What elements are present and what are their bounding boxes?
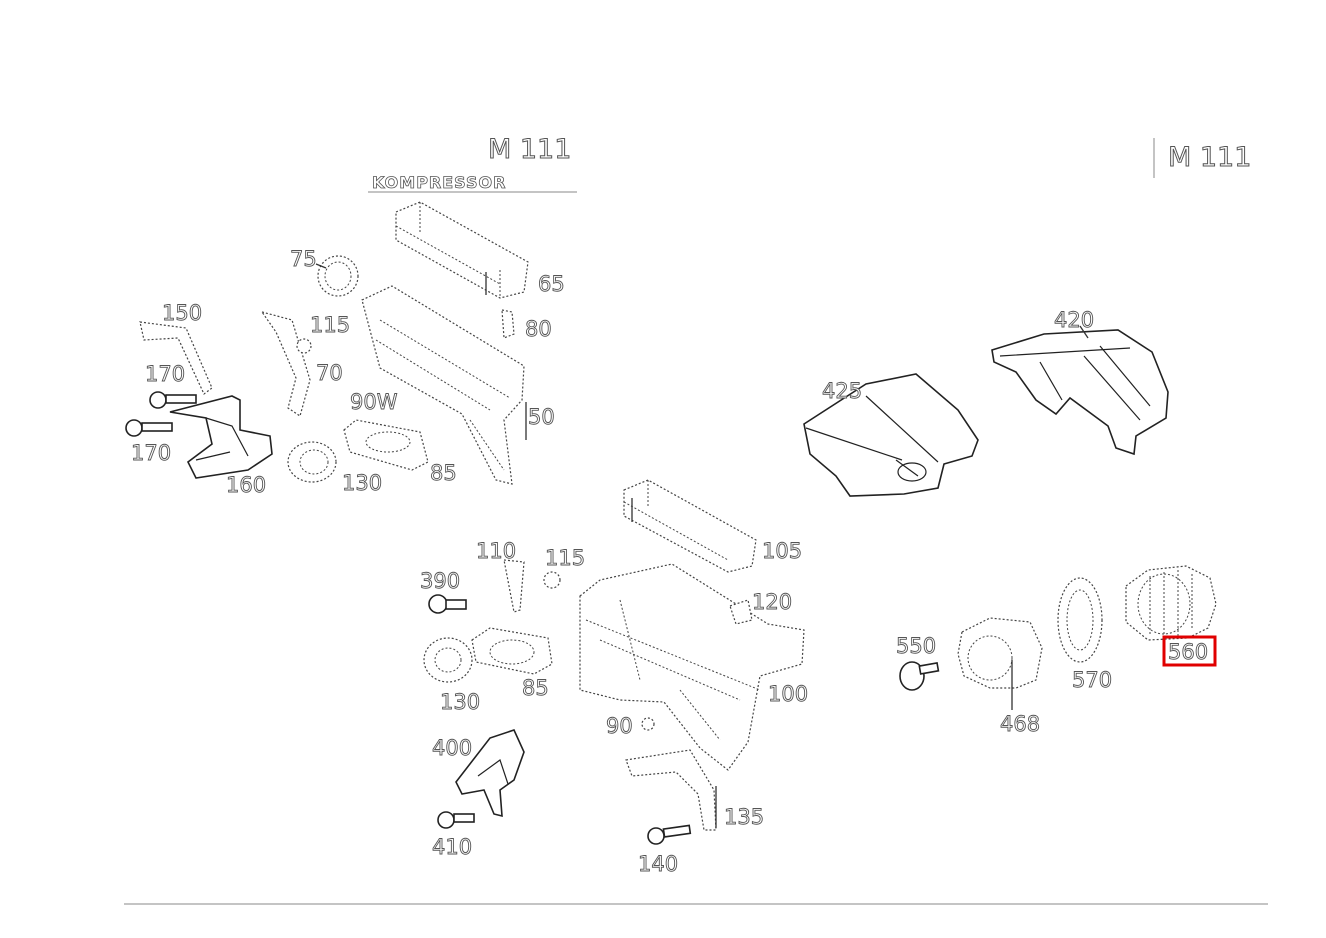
label-410[interactable]: 410 (432, 835, 473, 860)
left-group-title: M 111 (488, 134, 571, 165)
part-425-shape (803, 373, 979, 497)
part-420-shape (991, 325, 1169, 456)
highlight-box-560 (1162, 635, 1217, 667)
label-115-left[interactable]: 115 (310, 313, 351, 338)
label-85-left[interactable]: 85 (430, 461, 458, 486)
label-80[interactable]: 80 (525, 317, 553, 342)
right-group-title: M 111 (1168, 142, 1251, 173)
label-570[interactable]: 570 (1072, 668, 1113, 693)
part-120-shape (729, 599, 753, 625)
label-120[interactable]: 120 (752, 590, 793, 615)
label-90w[interactable]: 90W (350, 390, 399, 415)
part-468-shape (957, 617, 1043, 710)
part-130-left-shape (287, 441, 337, 483)
label-70[interactable]: 70 (316, 361, 344, 386)
label-100[interactable]: 100 (768, 682, 809, 707)
label-105[interactable]: 105 (762, 539, 803, 564)
part-170-bolts (125, 391, 197, 437)
label-425[interactable]: 425 (822, 379, 863, 404)
part-65-shape (395, 201, 529, 299)
part-130-center-shape (423, 637, 473, 683)
part-550-bolt (899, 661, 940, 691)
part-115-center-shape (543, 571, 561, 589)
part-115-70-shape (260, 310, 312, 417)
part-400-shape (455, 729, 525, 818)
part-110-shape (503, 559, 525, 613)
part-570-shape (1057, 577, 1103, 663)
part-410-bolt (437, 811, 475, 829)
label-130-left[interactable]: 130 (342, 471, 383, 496)
label-170-top[interactable]: 170 (145, 362, 186, 387)
label-400[interactable]: 400 (432, 736, 473, 761)
right-group: M 111 (803, 138, 1252, 737)
label-560[interactable]: 560 (1168, 640, 1209, 665)
part-90-shape (641, 717, 655, 731)
label-130-center[interactable]: 130 (440, 690, 481, 715)
label-160[interactable]: 160 (226, 473, 267, 498)
part-90w-shape (343, 419, 429, 471)
label-135[interactable]: 135 (724, 805, 765, 830)
left-group-subtitle: KOMPRESSOR (372, 173, 506, 192)
part-160-shape (169, 395, 273, 479)
label-90[interactable]: 90 (606, 714, 634, 739)
part-85-center-shape (471, 627, 553, 675)
center-group: 105 110 115 390 120 130 85 100 90 400 41… (420, 479, 809, 877)
part-140-bolt (647, 824, 692, 845)
part-105-shape (623, 479, 757, 573)
label-468[interactable]: 468 (1000, 712, 1041, 737)
left-group: M 111 KOMPRESSOR (125, 134, 577, 498)
label-150[interactable]: 150 (162, 301, 203, 326)
label-550[interactable]: 550 (896, 634, 937, 659)
part-75-shape (315, 255, 359, 297)
label-140[interactable]: 140 (638, 852, 679, 877)
label-75[interactable]: 75 (290, 247, 318, 272)
part-390-bolt (428, 594, 467, 614)
label-390[interactable]: 390 (420, 569, 461, 594)
part-80-shape (501, 309, 515, 339)
label-170-bottom[interactable]: 170 (131, 441, 172, 466)
label-85-center[interactable]: 85 (522, 676, 550, 701)
part-150-shape (139, 321, 213, 395)
part-135-shape (625, 749, 717, 831)
part-50-shape (361, 285, 527, 485)
label-50[interactable]: 50 (528, 405, 556, 430)
label-115-center[interactable]: 115 (545, 546, 586, 571)
label-110[interactable]: 110 (476, 539, 517, 564)
part-560-shape (1125, 565, 1217, 641)
label-420[interactable]: 420 (1054, 308, 1095, 333)
label-65[interactable]: 65 (538, 272, 566, 297)
